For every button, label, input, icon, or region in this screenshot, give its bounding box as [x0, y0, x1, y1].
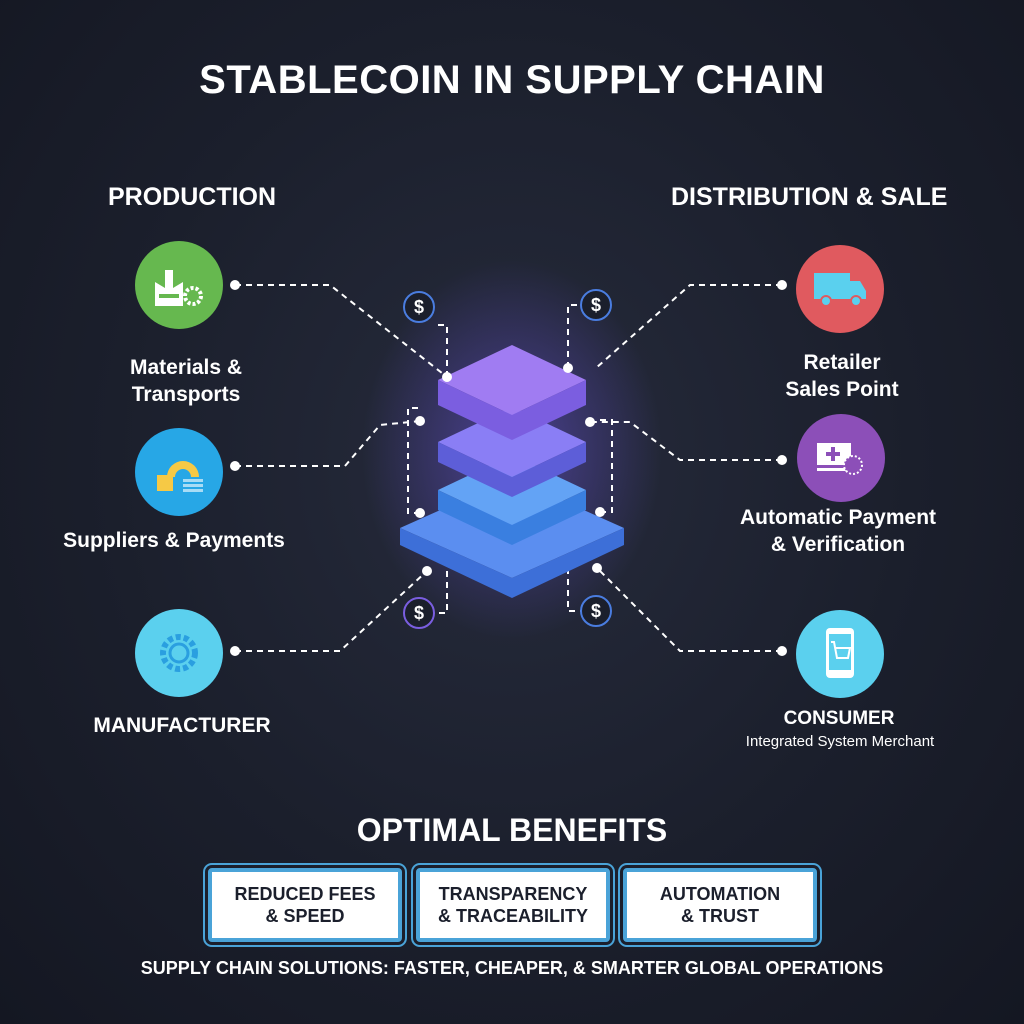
payment-verification-icon [817, 443, 863, 475]
materials-transports-label: Materials &Transports [129, 356, 243, 406]
dollar-icon: $ [580, 289, 612, 321]
manufacturer-node[interactable] [135, 609, 223, 697]
gear-icon [160, 634, 198, 672]
section-production: PRODUCTION [108, 183, 277, 211]
retailer-node[interactable] [796, 245, 884, 333]
delivery-truck-icon [814, 273, 866, 307]
consumer-sublabel: Integrated System Merchant [745, 733, 935, 750]
footer-tagline: SUPPLY CHAIN SOLUTIONS: FASTER, CHEAPER,… [140, 958, 884, 978]
blockchain-stack-icon [400, 345, 624, 598]
factory-gear-icon [155, 270, 203, 306]
automatic-payment-node[interactable] [797, 414, 885, 502]
consumer-node[interactable] [796, 610, 884, 698]
benefit-card: TRANSPARENCY& TRACEABILITY [416, 868, 610, 942]
dollar-icon: $ [403, 291, 435, 323]
suppliers-payments-node[interactable] [135, 428, 223, 516]
manufacturer-label: MANUFACTURER [93, 714, 271, 737]
supplier-payment-icon [157, 461, 203, 492]
materials-transports-node[interactable] [135, 241, 223, 329]
consumer-label: CONSUMER [783, 708, 895, 729]
suppliers-payments-label: Suppliers & Payments [63, 529, 285, 552]
benefits-heading: OPTIMAL BENEFITS [356, 812, 668, 848]
benefit-card: AUTOMATION& TRUST [623, 868, 817, 942]
automatic-payment-label: Automatic Payment& Verification [739, 506, 937, 556]
benefit-card: REDUCED FEES& SPEED [208, 868, 402, 942]
section-distribution: DISTRIBUTION & SALE [671, 183, 948, 211]
mobile-cart-icon [826, 628, 854, 678]
connector-lines [235, 284, 782, 652]
connector-dots [230, 280, 787, 656]
page-title: STABLECOIN IN SUPPLY CHAIN [199, 58, 825, 102]
dollar-icon: $ [403, 597, 435, 629]
dollar-icon: $ [580, 595, 612, 627]
